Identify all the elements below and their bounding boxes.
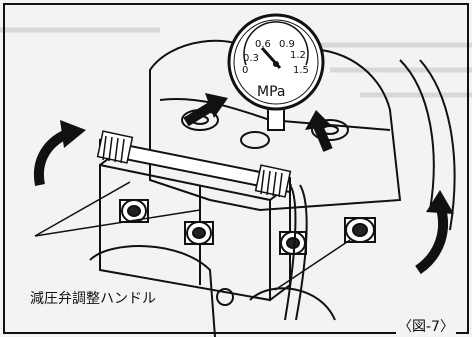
gauge-unit: MPa — [257, 84, 285, 100]
fitting-2 — [184, 221, 214, 245]
figure-number: 〈図-7〉 — [396, 316, 456, 336]
gauge-scale-low-left: 0 — [242, 65, 248, 76]
fittings — [119, 199, 376, 255]
gauge-scale-top-left: 0.6 — [255, 39, 271, 50]
callout-lines — [34, 181, 351, 291]
lower-parts — [89, 245, 336, 337]
arrow-to-gauge-left — [183, 93, 228, 127]
pressure-reducing-valve-handle-label: 減圧弁調整ハンドル — [28, 288, 158, 308]
frame-border — [3, 3, 469, 334]
adjust-handle-left — [96, 130, 134, 164]
gauge-scale-top-right: 0.9 — [279, 39, 295, 50]
arrow-to-gauge-right — [305, 110, 333, 152]
gauge-scale-mid-left: 0.3 — [243, 53, 259, 64]
fitting-4 — [344, 217, 376, 243]
gauge-scale-low-right: 1.5 — [293, 65, 309, 76]
adjust-handle-right — [254, 164, 292, 198]
fitting-1 — [119, 199, 149, 223]
rotate-arrow-left — [33, 120, 86, 186]
background-texture — [0, 27, 472, 98]
pressure-gauge: 0.6 0.9 0.3 1.2 0 1.5 MPa — [227, 13, 325, 131]
gauge-scale-mid-right: 1.2 — [290, 50, 306, 61]
rotate-arrow-right — [414, 190, 454, 275]
